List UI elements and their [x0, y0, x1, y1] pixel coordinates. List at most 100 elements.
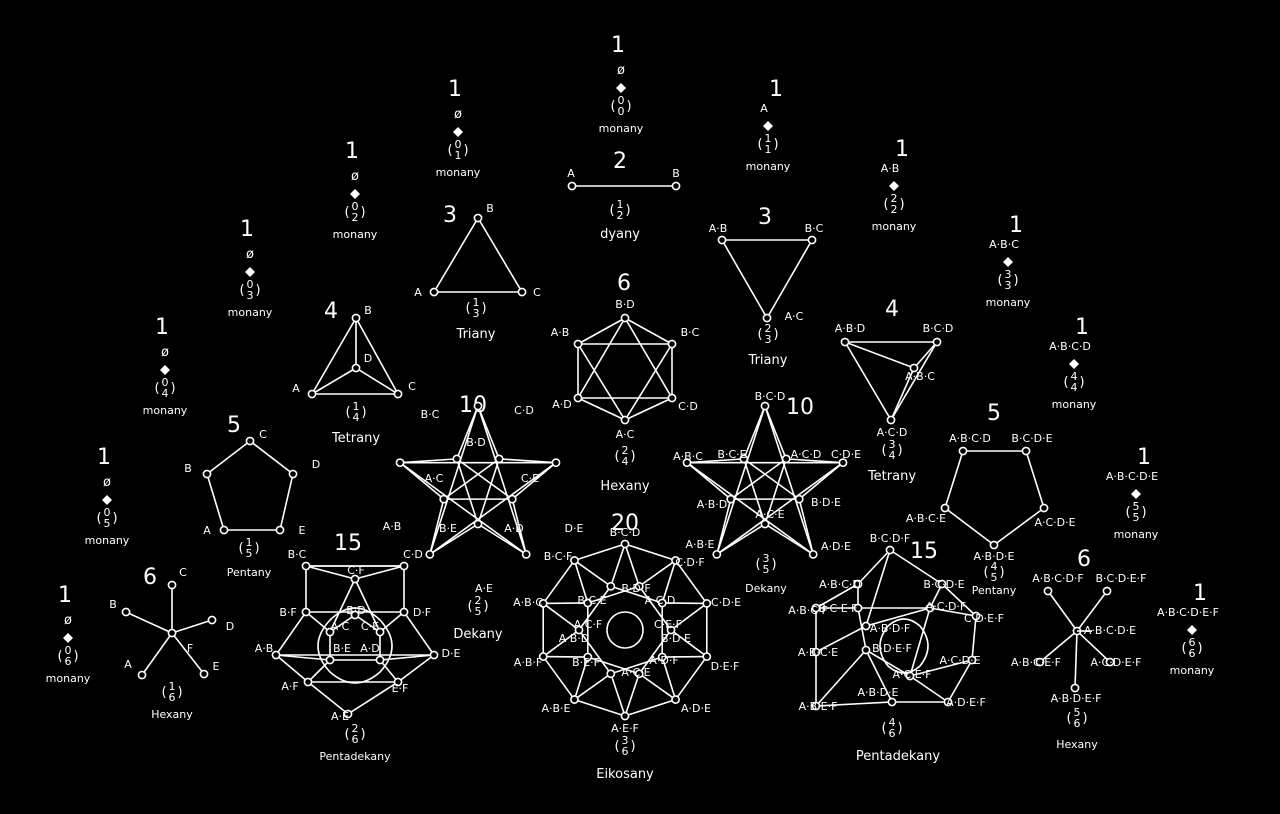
edge: [399, 462, 527, 555]
vertex-label: C·D: [403, 548, 423, 561]
binomial-top: 1: [246, 536, 253, 549]
vertex-label: C·D·F: [675, 556, 704, 569]
vertex-label: A·C: [785, 310, 804, 323]
binomial-top: 1: [353, 400, 360, 413]
edge: [573, 673, 612, 701]
binomial-paren: (: [1066, 711, 1071, 726]
figure-caption: Dekany: [453, 627, 503, 642]
count-label: 5: [227, 413, 241, 438]
vertex-label: A·B·E: [685, 538, 714, 551]
figure-caption: monany: [46, 672, 91, 685]
edge: [610, 585, 663, 604]
edge: [329, 578, 356, 633]
vertex: [573, 393, 583, 403]
binomial-paren: ): [773, 137, 778, 152]
vertex-label: B·C·D·E·F: [1096, 572, 1147, 585]
binomial-top: 4: [1071, 370, 1078, 383]
monany-figure: 1A(11)monany: [746, 77, 791, 173]
vertex: [167, 580, 177, 590]
edge: [764, 405, 814, 555]
vertex-label: A·D: [360, 642, 380, 655]
vertex-label: A·B: [383, 520, 402, 533]
vertex: [137, 670, 147, 680]
vertex-label: B·C: [288, 548, 307, 561]
edge: [865, 549, 891, 627]
edge: [577, 317, 626, 399]
vertex-label: D·E·F: [711, 660, 740, 673]
vertex-label: E: [213, 660, 220, 673]
edge: [661, 656, 677, 700]
monany-figure: 1A·B·C·D·E·F(66)monany: [1157, 581, 1219, 677]
binomial-bottom: 4: [162, 387, 169, 400]
binomial-paren: (: [983, 565, 988, 580]
edge: [764, 458, 787, 525]
vertex-label: A·E: [331, 710, 349, 723]
binomial-paren: ): [255, 283, 260, 298]
vertex: [375, 655, 385, 665]
vertex-label: C: [179, 566, 187, 579]
vertex: [1070, 683, 1080, 693]
vertex-label: C·E: [361, 620, 379, 633]
edge: [429, 405, 479, 555]
binomial-paren: (: [757, 327, 762, 342]
vertex: [702, 599, 712, 608]
binomial-top: 0: [618, 94, 625, 107]
edge: [716, 462, 844, 555]
vertex: [807, 235, 817, 245]
edge: [577, 397, 626, 421]
edge: [865, 607, 931, 627]
vertex-label: B: [109, 598, 117, 611]
vertex: [838, 458, 848, 468]
binomial-bottom: 5: [246, 547, 253, 560]
vertex-label: A·D: [504, 522, 524, 535]
edge: [674, 656, 708, 701]
vertex-label: A·C·D·F: [926, 600, 967, 613]
vertex: [399, 561, 409, 571]
count-label: 1: [155, 315, 169, 340]
vertex: [861, 645, 871, 655]
monany-figure: 1ø(02)monany: [333, 139, 378, 241]
vertex: [967, 655, 977, 665]
figure-caption: monany: [228, 306, 273, 319]
binomial-top: 3: [1005, 268, 1012, 281]
diamond-mark: [1131, 489, 1141, 499]
edge: [929, 583, 943, 609]
eikosany-3-6-figure: 20B·C·DC·D·FC·D·ED·E·FA·D·EA·E·FA·B·EA·B…: [513, 511, 741, 782]
binomial-paren: ): [360, 205, 365, 220]
vertex-label: C·D·E: [831, 448, 861, 461]
binomial-paren: (: [1063, 375, 1068, 390]
binomial-bottom: 5: [475, 605, 482, 618]
empty-set-symbol: ø: [103, 475, 111, 490]
vertex: [937, 579, 947, 589]
edge: [624, 673, 640, 717]
vertex: [425, 549, 435, 559]
vertex-label: F: [187, 642, 193, 655]
edge: [305, 565, 356, 580]
vertex: [671, 695, 680, 704]
count-label: 6: [617, 271, 631, 296]
count-label: 1: [345, 139, 359, 164]
edge: [311, 367, 357, 395]
binomial-paren: ): [1079, 375, 1084, 390]
vertex: [760, 519, 770, 529]
vertex-label: A·C: [331, 620, 350, 633]
edge: [587, 585, 640, 604]
vertex: [634, 581, 644, 591]
vertex: [925, 603, 935, 613]
count-label: 1: [1009, 213, 1023, 238]
vertex: [861, 621, 871, 631]
figure-caption: monany: [1052, 398, 1097, 411]
vertex: [325, 655, 335, 665]
edge: [379, 659, 399, 683]
binomial-top: 0: [104, 506, 111, 519]
binomial-top: 4: [889, 716, 896, 729]
edge: [171, 619, 213, 634]
edge: [661, 560, 677, 604]
vertex-label: A·D·E: [681, 702, 711, 715]
binomial-paren: (: [239, 283, 244, 298]
binomial-paren: (: [57, 649, 62, 664]
